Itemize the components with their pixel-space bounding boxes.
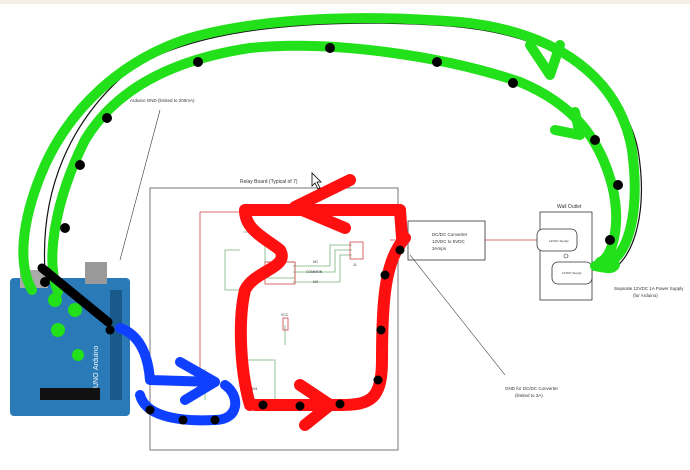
arduino-uno: UNO: [93, 372, 100, 388]
arduino-supply-label: 12VDC Supply: [562, 271, 582, 275]
separate-supply-label-1: Separate 12VDC 1A Power Supply: [614, 286, 684, 291]
top-strip: [0, 0, 690, 4]
vcc-label: VCC: [281, 313, 289, 317]
gnd-dcdc-label-1: GND for DC/DC Converter: [505, 386, 559, 391]
no-label: NO: [313, 280, 319, 284]
connector-j1: [349, 241, 364, 260]
dcdc-label-3: 3Amps: [432, 246, 447, 251]
12v-supply-label: 12VDC Supply: [549, 239, 569, 243]
black-gnd-stroke: [37, 263, 113, 327]
common-label: COMMON: [306, 270, 323, 274]
12v-supply-plug: [536, 228, 578, 252]
arduino-brand: Arduino: [93, 346, 100, 370]
wall-outlet-label: Wall Outlet: [557, 204, 582, 210]
dcdc-label-2: 12VDC to 5VDC: [432, 239, 466, 244]
separate-supply-label-2: (for Arduino): [633, 293, 658, 298]
wire-dots: [40, 43, 623, 287]
red-relay-loop: [234, 174, 411, 431]
blue-ground-loop: [115, 323, 241, 426]
dcdc-converter-box: [407, 220, 486, 261]
gnd-dcdc-label-2: (limited to 3A): [515, 393, 543, 398]
green-arduino-power-loop: [18, 13, 640, 297]
arduino-gnd-label: Arduino GND (limited to 200mA): [130, 98, 195, 103]
arduino-supply-plug: [551, 261, 593, 285]
wall-outlet: [539, 211, 593, 301]
nc-label: NC: [313, 260, 319, 264]
mouse-cursor-icon: [311, 172, 322, 190]
relay-board-box: [149, 187, 399, 451]
connector-label: J1: [353, 263, 357, 267]
dcdc-label-1: DC/DC Converter: [432, 232, 468, 237]
relay-board-label: Relay Board (Typical of 7): [240, 179, 298, 185]
